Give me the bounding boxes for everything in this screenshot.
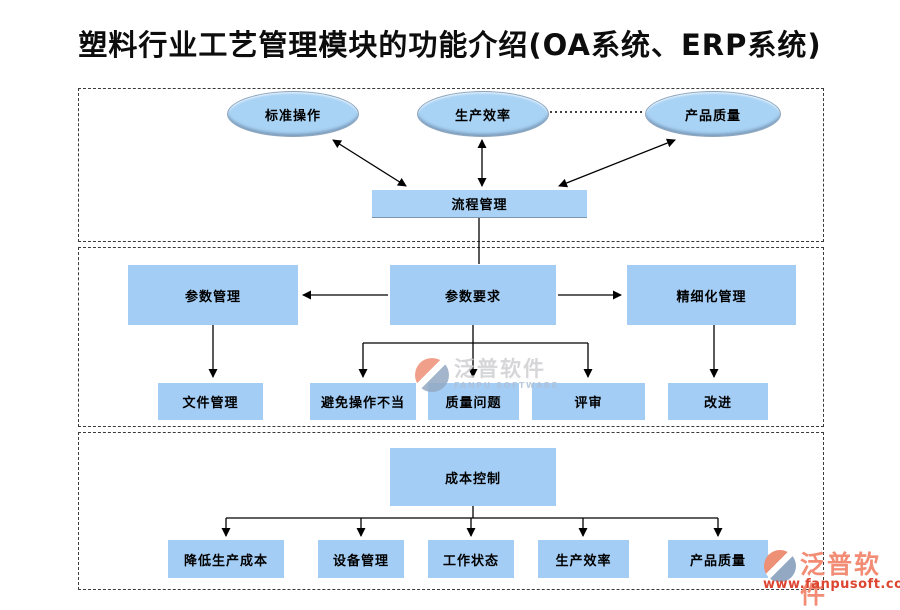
box-production-efficiency: 生产效率	[538, 540, 629, 578]
box-reduce-production-cost-label: 降低生产成本	[183, 553, 268, 569]
section-cost-frame	[78, 432, 824, 590]
box-improvement: 改进	[668, 383, 768, 420]
box-product-quality: 产品质量	[668, 540, 768, 578]
box-review-label: 评审	[574, 396, 603, 411]
box-equipment-management-label: 设备管理	[332, 553, 389, 569]
section-parameter-frame	[78, 247, 824, 427]
box-product-quality-label: 产品质量	[689, 553, 746, 569]
box-work-status-label: 工作状态	[442, 553, 499, 569]
box-work-status: 工作状态	[428, 540, 514, 578]
watermark-center: 泛普软件 FANPU SOFTWARE	[415, 358, 559, 392]
box-production-efficiency-label: 生产效率	[555, 553, 612, 569]
box-process-management-label: 流程管理	[451, 198, 508, 213]
ellipse-standard-operation: 标准操作	[227, 91, 359, 137]
box-reduce-production-cost: 降低生产成本	[168, 540, 284, 578]
box-file-management-label: 文件管理	[182, 396, 239, 411]
box-quality-issues: 质量问题	[428, 383, 519, 420]
ellipse-production-efficiency-label: 生产效率	[454, 108, 511, 124]
ellipse-production-efficiency: 生产效率	[417, 91, 549, 137]
watermark-url: www.fanpusoft.com	[763, 577, 900, 592]
box-refined-management-label: 精细化管理	[676, 289, 747, 305]
ellipse-product-quality: 产品质量	[645, 91, 781, 137]
box-quality-issues-label: 质量问题	[445, 396, 502, 411]
box-parameter-requirements: 参数要求	[390, 265, 556, 325]
watermark-center-subtitle: FANPU SOFTWARE	[454, 381, 559, 390]
box-parameter-requirements-label: 参数要求	[444, 289, 501, 305]
box-review: 评审	[532, 383, 645, 420]
ellipse-standard-operation-label: 标准操作	[264, 108, 321, 124]
box-process-management: 流程管理	[372, 190, 587, 217]
watermark-center-text: 泛普软件 FANPU SOFTWARE	[454, 357, 559, 391]
box-avoid-improper-operation-label: 避免操作不当	[320, 396, 405, 411]
box-equipment-management: 设备管理	[318, 540, 404, 578]
box-refined-management: 精细化管理	[627, 265, 796, 325]
box-improvement-label: 改进	[703, 396, 732, 411]
box-file-management: 文件管理	[158, 383, 263, 420]
ellipse-product-quality-label: 产品质量	[684, 108, 741, 124]
box-cost-control-label: 成本控制	[444, 471, 501, 487]
section-process-frame	[78, 88, 824, 242]
page-title: 塑料行业工艺管理模块的功能介绍(OA系统、ERP系统)	[78, 28, 822, 62]
box-parameter-management-label: 参数管理	[184, 289, 241, 305]
box-avoid-improper-operation: 避免操作不当	[310, 383, 416, 420]
watermark-center-name: 泛普软件	[454, 357, 546, 381]
box-parameter-management: 参数管理	[128, 265, 298, 325]
box-cost-control: 成本控制	[390, 448, 556, 506]
fanpu-logo-icon	[415, 358, 449, 392]
fanpu-logo-icon	[764, 550, 796, 582]
